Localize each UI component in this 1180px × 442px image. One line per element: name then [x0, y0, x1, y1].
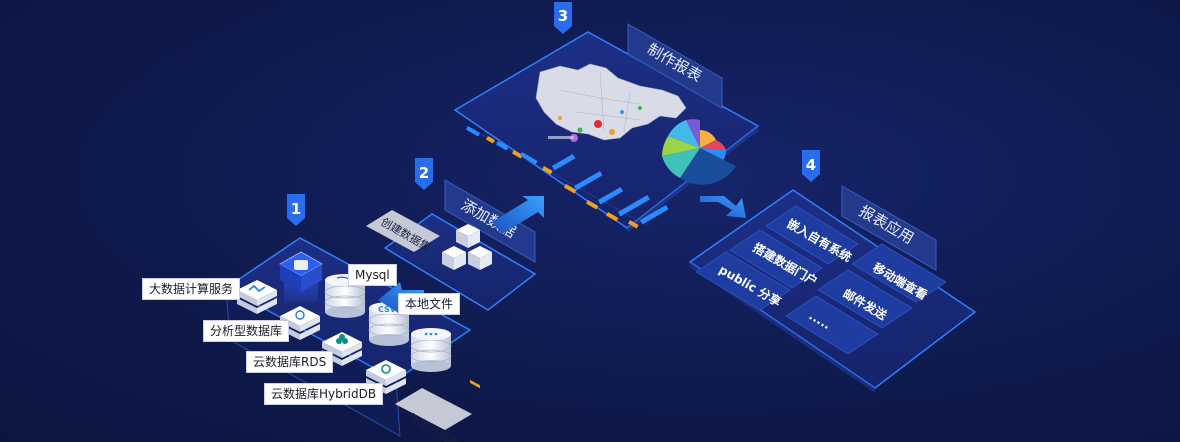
apps-title-tab	[841, 185, 937, 271]
analytic-db-server-icon	[280, 306, 320, 340]
label-hybriddb: 云数据库HybridDB	[264, 383, 384, 405]
label-rds: 云数据库RDS	[246, 351, 334, 373]
add-source-tab[interactable]	[395, 388, 472, 430]
svg-text:3: 3	[558, 7, 568, 25]
step-badge-2: 2	[415, 158, 433, 190]
report-title-tab	[627, 23, 723, 109]
generic-database-icon	[410, 328, 452, 372]
svg-text:1: 1	[291, 200, 301, 218]
arrow-dataset-to-report	[492, 196, 544, 234]
svg-text:CSV: CSV	[378, 305, 397, 314]
create-dataset-tab[interactable]	[366, 210, 440, 252]
app-tile-more[interactable]: .....	[785, 295, 879, 355]
step-badge-1: 1	[287, 194, 305, 226]
big-data-server-icon	[237, 280, 277, 314]
svg-text:4: 4	[806, 156, 816, 174]
dataset-cubes-icon	[442, 224, 492, 270]
label-analytic-db: 分析型数据库	[203, 320, 290, 342]
glowing-server-icon	[278, 251, 324, 302]
apps-panel: 报表应用 嵌入自有系统 搭建数据门户 public 分享 移动端查看 邮件发送 …	[688, 185, 977, 393]
label-big-data: 大数据计算服务	[142, 278, 241, 300]
label-mysql: Mysql	[348, 264, 397, 286]
arrow-report-to-apps	[700, 196, 746, 218]
rose-chart	[662, 119, 736, 185]
step-badge-4: 4	[802, 150, 820, 182]
step-badge-3: 3	[554, 2, 572, 34]
bar-chart	[465, 125, 669, 389]
report-panel: 制作报表	[453, 23, 760, 389]
china-map	[535, 63, 687, 142]
svg-text:2: 2	[419, 164, 429, 182]
label-local-file: 本地文件	[398, 293, 461, 315]
